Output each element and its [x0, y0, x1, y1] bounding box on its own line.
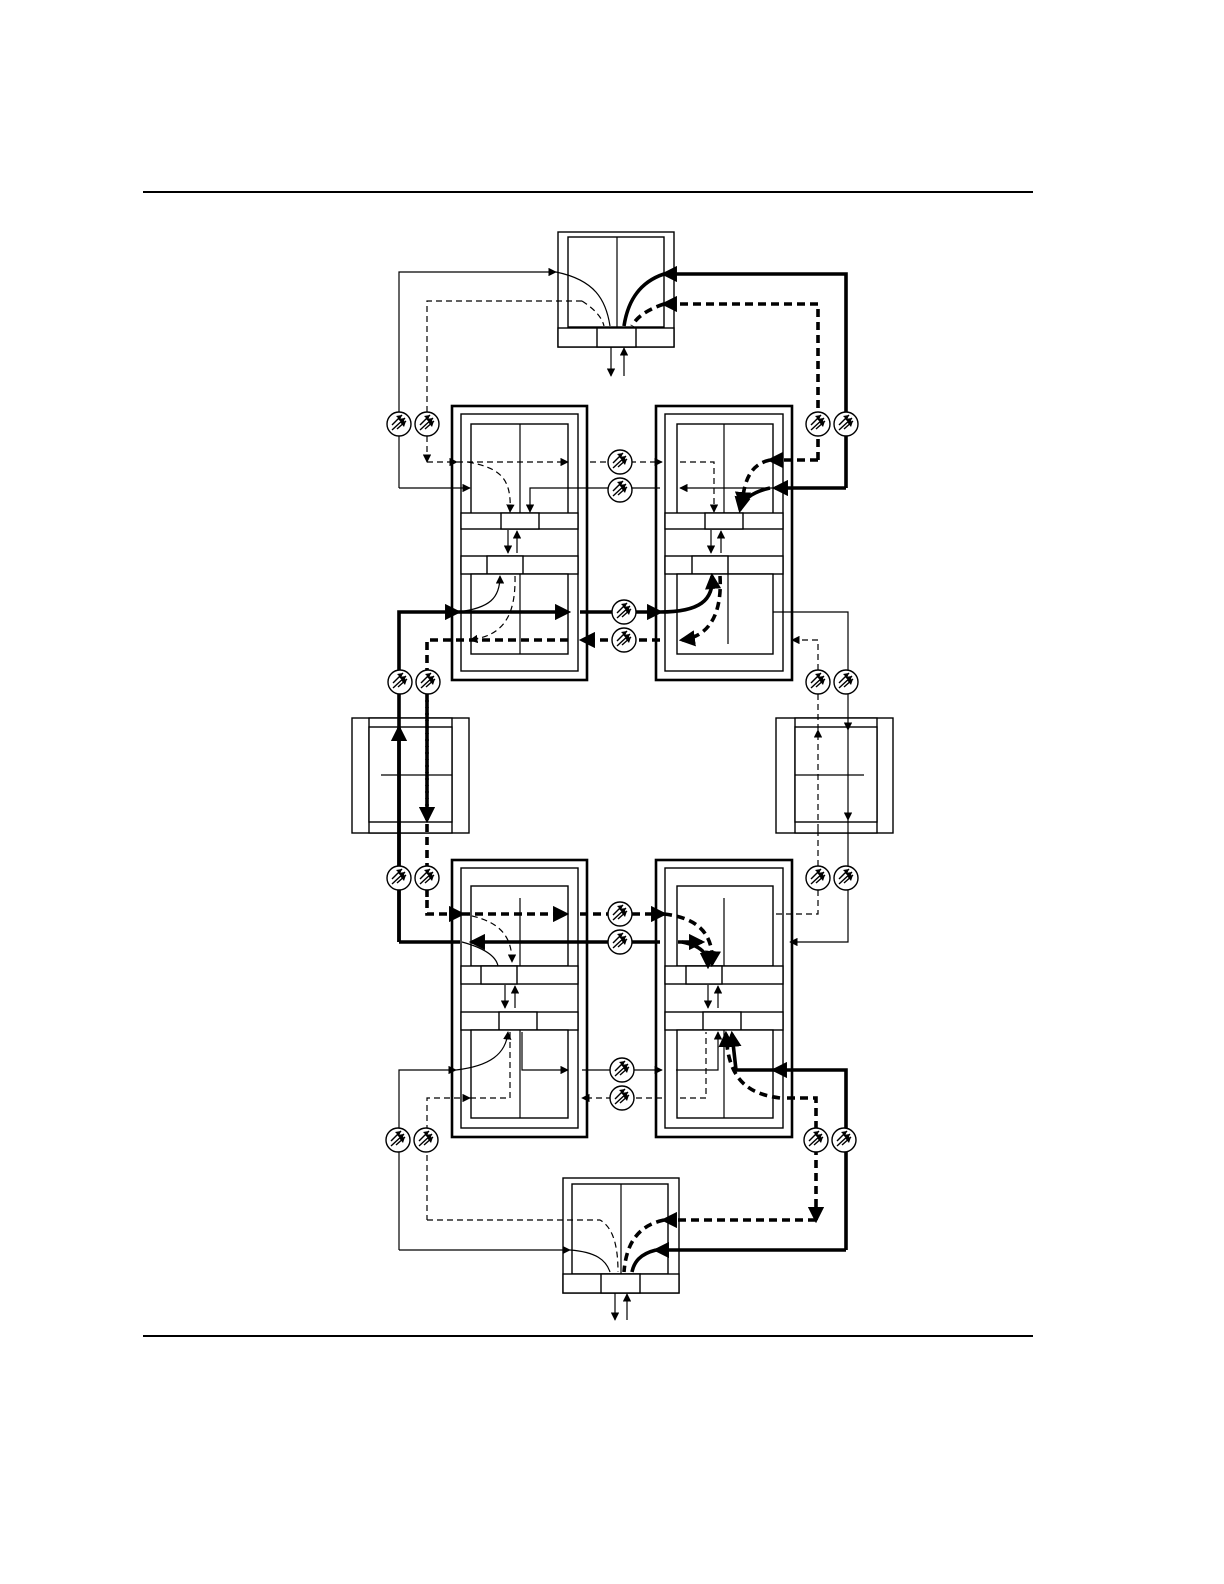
amplifier-icon: [416, 670, 440, 694]
amplifier-icon: [387, 866, 411, 890]
amplifier-icon: [834, 670, 858, 694]
amplifier-icon: [608, 478, 632, 502]
amplifier-icon: [608, 450, 632, 474]
amplifier-icon: [806, 670, 830, 694]
top-node: [558, 232, 674, 376]
right-repeater: [776, 718, 893, 833]
amplifier-icon: [612, 628, 636, 652]
amplifier-icon: [610, 1058, 634, 1082]
amplifier-icon: [386, 1128, 410, 1152]
node-c: [452, 860, 587, 1137]
amplifier-icon: [608, 930, 632, 954]
amplifier-icon: [832, 1128, 856, 1152]
node-b: [656, 406, 792, 680]
amplifier-icon: [608, 902, 632, 926]
amplifier-icon: [610, 1086, 634, 1110]
left-repeater: [352, 718, 469, 833]
node-d: [656, 860, 792, 1137]
amplifier-icon: [834, 866, 858, 890]
amplifier-icon: [415, 412, 439, 436]
amplifier-icon: [415, 866, 439, 890]
amplifier-icon: [806, 866, 830, 890]
amplifier-icon: [806, 412, 830, 436]
amplifier-icon: [804, 1128, 828, 1152]
amplifier-icon: [388, 670, 412, 694]
amplifier-icon: [414, 1128, 438, 1152]
amplifier-icon: [834, 412, 858, 436]
amplifier-icon: [387, 412, 411, 436]
amplifier-icon: [612, 600, 636, 624]
